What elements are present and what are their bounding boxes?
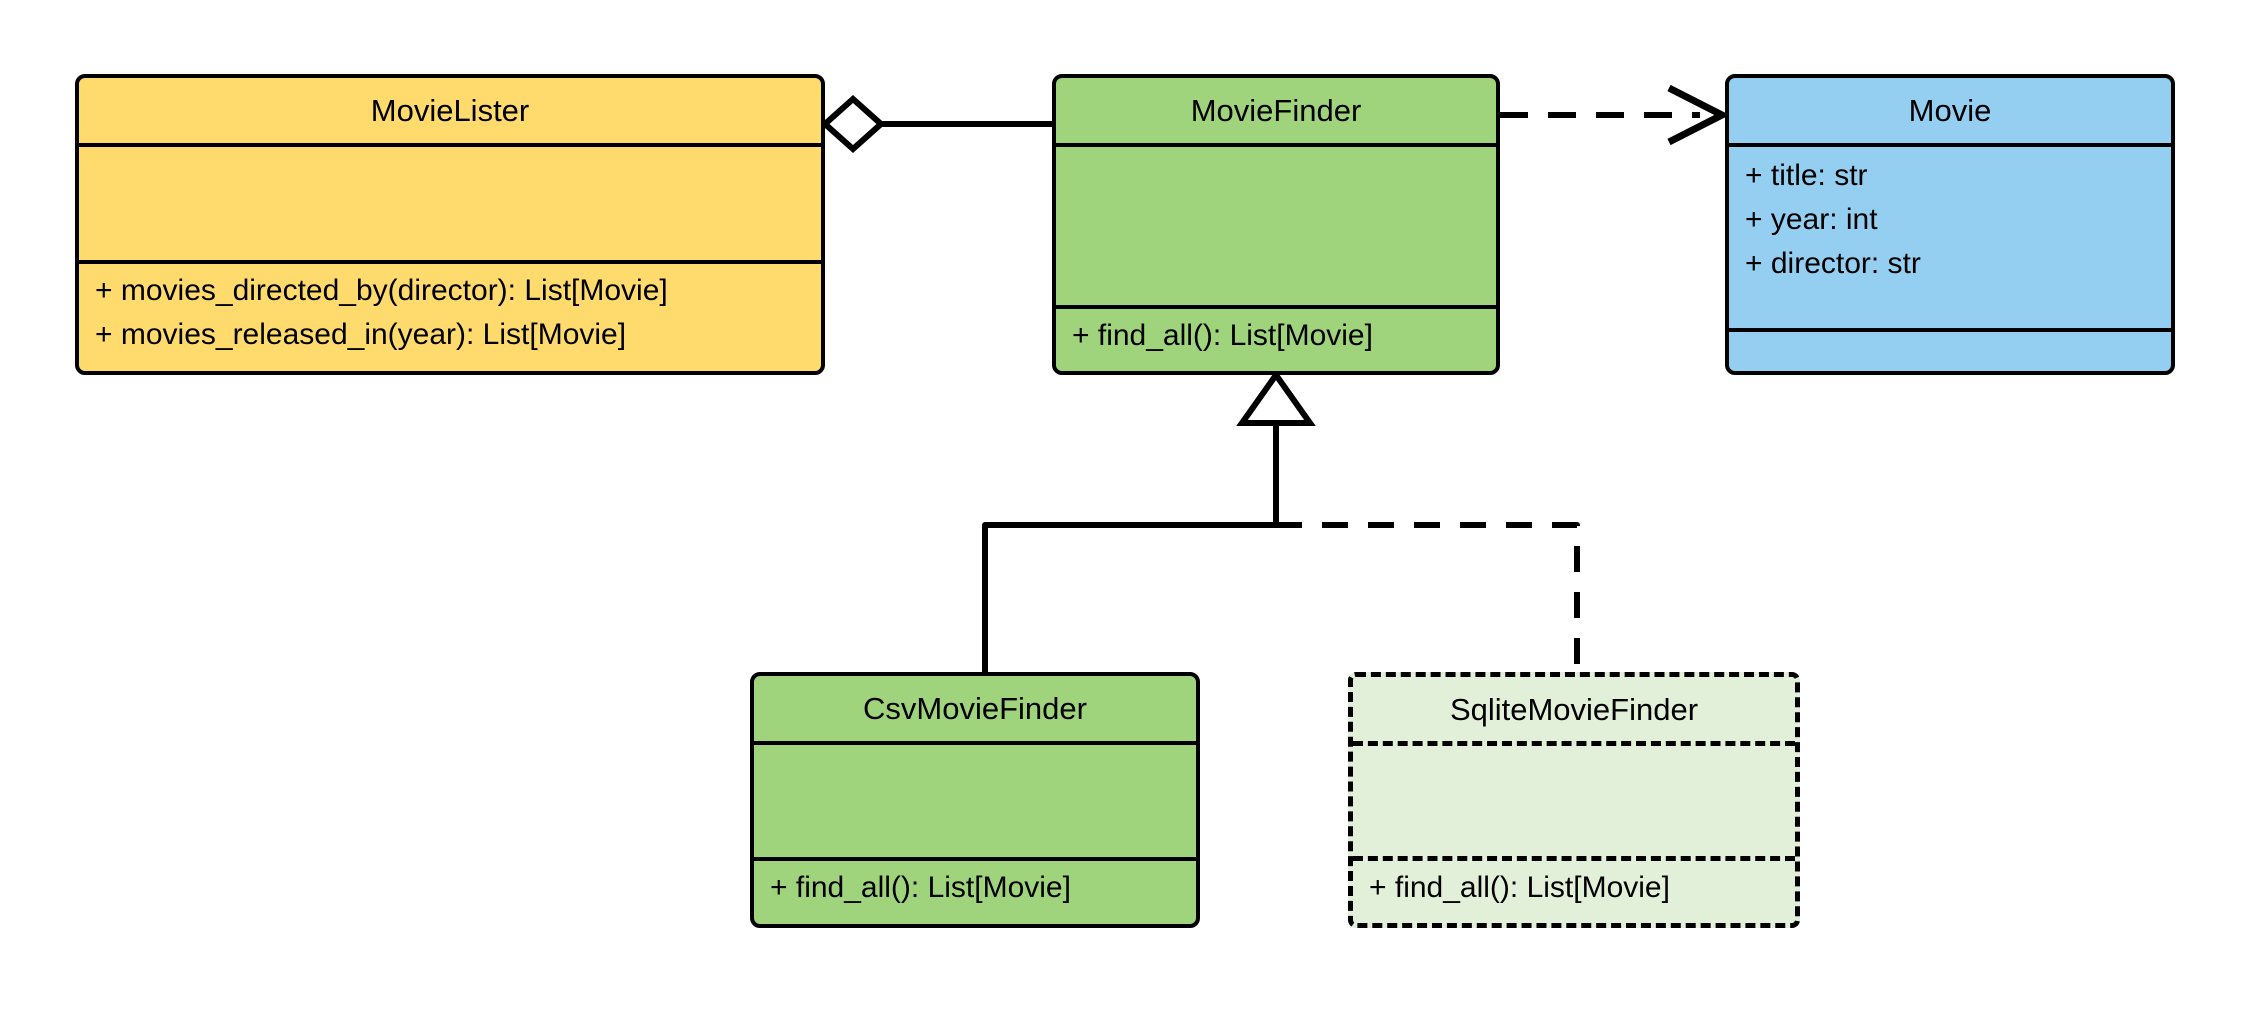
class-member: + find_all(): List[Movie] bbox=[770, 871, 1071, 904]
class-separator bbox=[754, 857, 1196, 861]
class-member: + find_all(): List[Movie] bbox=[1369, 871, 1670, 904]
methods-compartment: + find_all(): List[Movie] bbox=[1056, 309, 1496, 371]
class-member: + find_all(): List[Movie] bbox=[1072, 319, 1373, 352]
edge-inheritance-csvmoviefinder[interactable] bbox=[982, 522, 1276, 672]
class-name-csvmoviefinder: CsvMovieFinder bbox=[863, 691, 1087, 726]
attributes-compartment bbox=[754, 745, 1196, 857]
edge-dependency-moviefinder-movie[interactable] bbox=[1500, 84, 1730, 146]
class-member: + year: int bbox=[1745, 203, 1878, 236]
class-separator bbox=[1729, 327, 2171, 332]
edge-aggregation-movielister-moviefinder[interactable] bbox=[820, 94, 1052, 154]
class-separator bbox=[1056, 305, 1496, 309]
methods-compartment: + find_all(): List[Movie] bbox=[754, 861, 1196, 924]
class-box-csvmoviefinder[interactable]: CsvMovieFinder + find_all(): List[Movie] bbox=[750, 672, 1200, 928]
methods-compartment: + find_all(): List[Movie] bbox=[1353, 861, 1795, 923]
attributes-compartment bbox=[1353, 746, 1795, 856]
hollow-triangle-icon bbox=[1236, 369, 1316, 426]
class-member: + movies_released_in(year): List[Movie] bbox=[95, 318, 627, 351]
class-separator bbox=[79, 143, 821, 147]
methods-compartment: + movies_directed_by(director): List[Mov… bbox=[79, 264, 821, 371]
class-separator bbox=[1353, 856, 1795, 861]
class-member: + title: str bbox=[1745, 159, 1868, 192]
class-name-movielister: MovieLister bbox=[370, 93, 530, 128]
attributes-compartment bbox=[1056, 147, 1496, 305]
methods-compartment bbox=[1729, 332, 2171, 372]
inheritance-branch-csv bbox=[982, 522, 1276, 672]
open-arrow-icon bbox=[1667, 84, 1730, 146]
class-box-moviefinder[interactable]: MovieFinder + find_all(): List[Movie] bbox=[1052, 74, 1500, 375]
class-box-sqlitemoviefinder[interactable]: SqliteMovieFinder + find_all(): List[Mov… bbox=[1348, 672, 1800, 928]
attributes-compartment bbox=[79, 147, 821, 260]
class-box-movielister[interactable]: MovieLister + movies_directed_by(directo… bbox=[75, 74, 825, 375]
inheritance-branch-sqlite bbox=[1276, 522, 1580, 672]
class-member: + movies_directed_by(director): List[Mov… bbox=[95, 274, 668, 307]
edge-inheritance-trunk[interactable] bbox=[1236, 369, 1316, 525]
class-name-movie: Movie bbox=[1908, 93, 1992, 128]
class-member: + director: str bbox=[1745, 247, 1921, 280]
attributes-compartment: + title: str + year: int + director: str bbox=[1729, 147, 2171, 328]
class-name-moviefinder: MovieFinder bbox=[1190, 93, 1362, 128]
class-separator bbox=[79, 260, 821, 264]
class-separator bbox=[754, 741, 1196, 745]
class-box-movie[interactable]: Movie + title: str + year: int + directo… bbox=[1725, 74, 2175, 375]
class-separator bbox=[1353, 741, 1795, 746]
hollow-diamond-icon bbox=[820, 94, 886, 154]
edge-inheritance-sqlitemoviefinder[interactable] bbox=[1276, 522, 1580, 672]
class-separator bbox=[1056, 143, 1496, 147]
class-name-sqlitemoviefinder: SqliteMovieFinder bbox=[1449, 691, 1699, 727]
class-separator bbox=[1729, 143, 2171, 147]
